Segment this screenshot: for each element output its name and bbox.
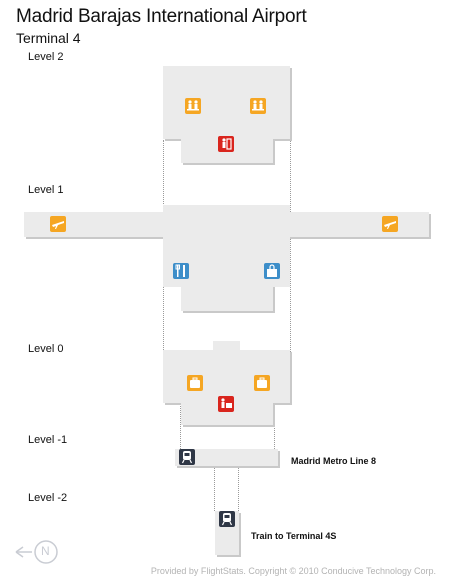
- level-0-label: Level 0: [28, 343, 64, 355]
- metro-train-icon[interactable]: [179, 449, 195, 465]
- shop-icon[interactable]: [264, 263, 280, 279]
- connector-line-right: [290, 140, 291, 402]
- north-compass-icon: N: [14, 538, 64, 573]
- level-0-tower: [213, 341, 240, 351]
- level-2-label: Level 2: [28, 51, 64, 63]
- departures-plane-icon[interactable]: [382, 216, 398, 232]
- metro-platform: [175, 449, 278, 466]
- train-callout: Train to Terminal 4S: [251, 531, 337, 541]
- connector-line-right-lower: [274, 404, 275, 449]
- level-minus-1-label: Level -1: [28, 434, 68, 446]
- terminal-subtitle: Terminal 4: [16, 30, 81, 46]
- map-title: Madrid Barajas International Airport: [16, 6, 307, 27]
- connector-line-train-left: [214, 466, 215, 511]
- level-minus-2-label: Level -2: [28, 492, 68, 504]
- departures-plane-icon[interactable]: [50, 216, 66, 232]
- baggage-claim-icon[interactable]: [254, 375, 270, 391]
- connector-line-train-right: [238, 466, 239, 511]
- level-1-lower-hall: [181, 285, 273, 311]
- level-0-lower-floor: [181, 403, 273, 425]
- level-1-label: Level 1: [28, 184, 64, 196]
- level-2-main-floor: [163, 66, 290, 139]
- family-restroom-icon[interactable]: [185, 98, 201, 114]
- family-restroom-icon[interactable]: [250, 98, 266, 114]
- restaurant-icon[interactable]: [173, 263, 189, 279]
- baggage-services-icon[interactable]: [218, 396, 234, 412]
- baggage-claim-icon[interactable]: [187, 375, 203, 391]
- compass-letter: N: [41, 544, 50, 558]
- metro-line-callout: Madrid Metro Line 8: [291, 456, 377, 466]
- copyright-footer: Provided by FlightStats. Copyright © 201…: [150, 566, 436, 576]
- security-check-icon[interactable]: [218, 136, 234, 152]
- train-icon[interactable]: [219, 511, 235, 527]
- connector-line-left-lower: [180, 404, 181, 449]
